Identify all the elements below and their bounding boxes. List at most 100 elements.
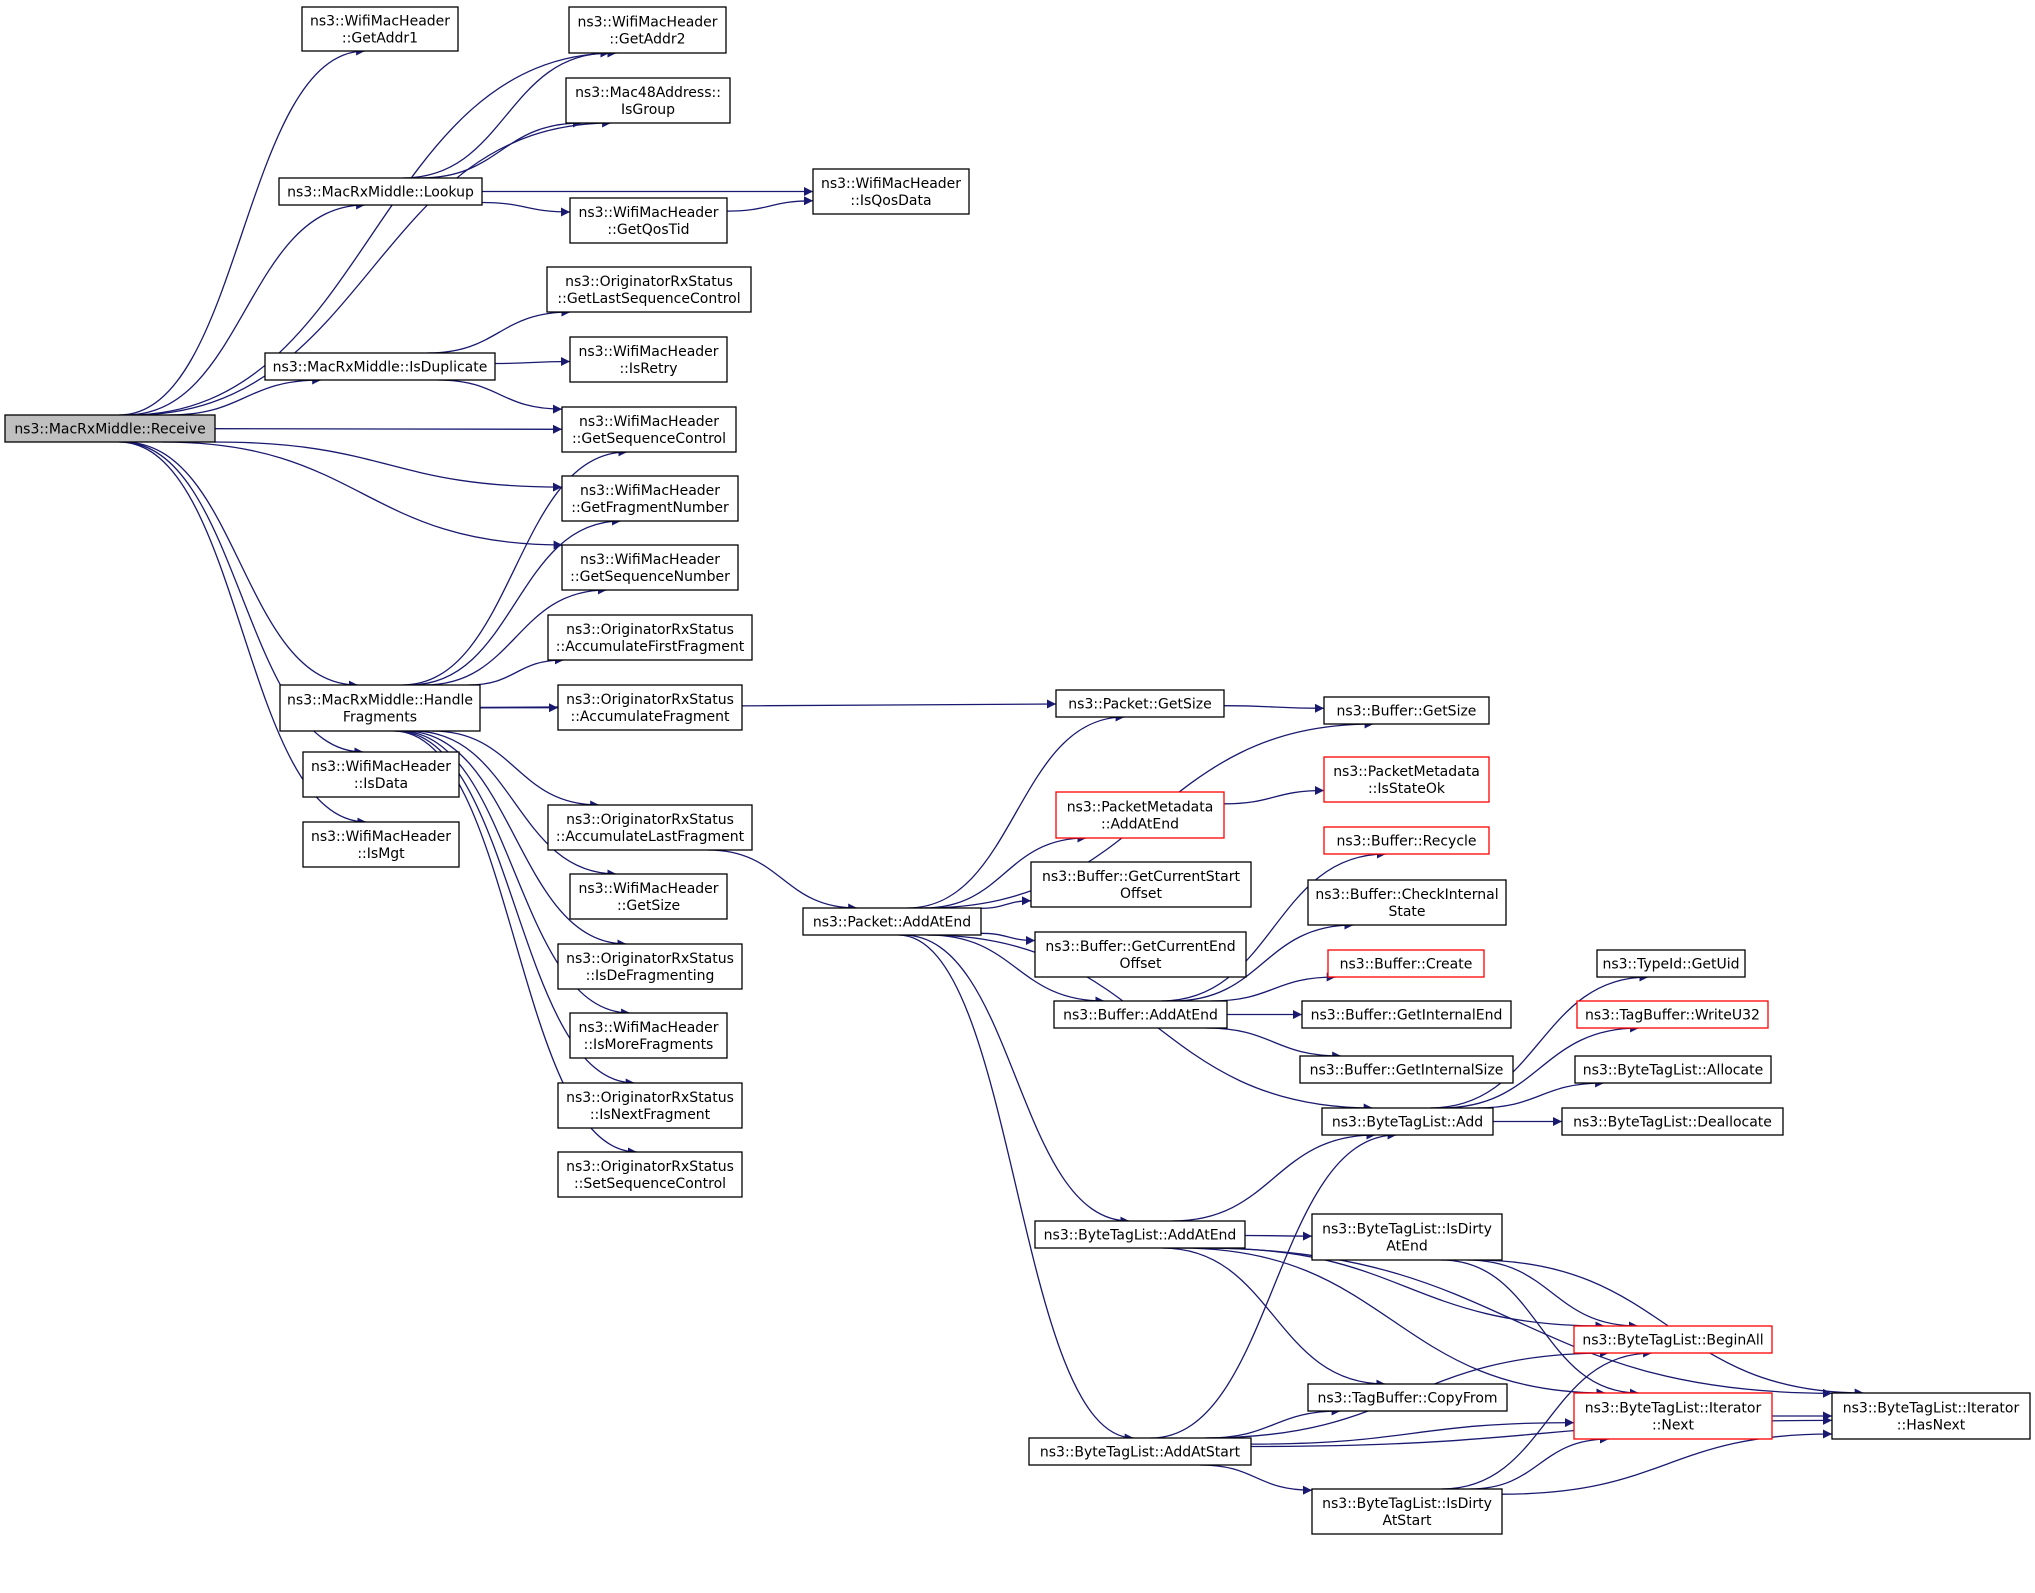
node-btladdatstart[interactable]: ns3::ByteTagList::AddAtStart (1028, 1437, 1252, 1466)
node-bufcreate[interactable]: ns3::Buffer::Create (1327, 949, 1485, 978)
edge-handlefrag-to-isdefrag (403, 730, 627, 949)
node-box-bufgetsize (1323, 696, 1490, 725)
edge-btlisdirtystart-to-btlithasnext (1501, 1429, 1833, 1495)
node-btlbeginall[interactable]: ns3::ByteTagList::BeginAll (1573, 1325, 1773, 1354)
edge-isduplicate-to-getseqctrl (437, 379, 563, 414)
edge-btladd-to-btlallocate (1476, 1078, 1605, 1109)
node-label-lookup-0: ns3::MacRxMiddle::Lookup (287, 185, 474, 201)
node-isdefrag[interactable]: ns3::OriginatorRxStatus::IsDeFragmenting (557, 943, 743, 990)
node-label-bufintend-0: ns3::Buffer::GetInternalEnd (1311, 1008, 1503, 1024)
node-box-pktgetsize (1055, 689, 1225, 718)
node-typeidgetuid[interactable]: ns3::TypeId::GetUid (1596, 949, 1746, 978)
node-btlitnext[interactable]: ns3::ByteTagList::Iterator::Next (1573, 1392, 1773, 1440)
node-box-whgetsize (569, 873, 728, 920)
node-label-getfragnum-0: ns3::WifiMacHeader (580, 483, 720, 499)
node-box-btlitnext (1573, 1392, 1773, 1440)
node-isretry[interactable]: ns3::WifiMacHeader::IsRetry (569, 336, 728, 383)
node-label-pktgetsize-0: ns3::Packet::GetSize (1068, 697, 1211, 713)
edge-receive-to-isgroup (132, 118, 612, 416)
node-label-bufcreate-0: ns3::Buffer::Create (1340, 957, 1473, 973)
node-label-ismorefrag-0: ns3::WifiMacHeader (578, 1020, 718, 1036)
node-label-isdata-1: ::IsData (354, 776, 408, 792)
edge-btladd-to-tbwriteu32 (1440, 1023, 1640, 1109)
node-accfrag[interactable]: ns3::OriginatorRxStatus::AccumulateFragm… (557, 684, 743, 731)
node-pmaddatend[interactable]: ns3::PacketMetadata::AddAtEnd (1055, 791, 1225, 839)
node-tbcopyfrom[interactable]: ns3::TagBuffer::CopyFrom (1307, 1383, 1508, 1412)
node-getseqctrl[interactable]: ns3::WifiMacHeader::GetSequenceControl (561, 406, 737, 453)
node-box-btlisdirtystart (1311, 1488, 1503, 1535)
node-setseqctrl[interactable]: ns3::OriginatorRxStatus::SetSequenceCont… (557, 1151, 743, 1198)
node-label-isdefrag-1: ::IsDeFragmenting (586, 968, 715, 984)
edge-handlefrag-to-whgetsize (412, 730, 617, 879)
node-getfragnum[interactable]: ns3::WifiMacHeader::GetFragmentNumber (561, 475, 739, 522)
edge-btlisdirtystart-to-btlbeginall (1441, 1348, 1653, 1490)
node-label-getlastseq-1: ::GetLastSequenceControl (557, 291, 740, 307)
node-box-btlisdirtyend (1311, 1213, 1503, 1261)
node-label-btlitnext-1: ::Next (1652, 1418, 1695, 1434)
node-receive[interactable]: ns3::MacRxMiddle::Receive (4, 414, 216, 443)
edges-layer (118, 46, 1864, 1495)
node-box-btlbeginall (1573, 1325, 1773, 1354)
node-label-bufcheckint-0: ns3::Buffer::CheckInternal (1315, 887, 1498, 903)
node-btldealloc[interactable]: ns3::ByteTagList::Deallocate (1561, 1107, 1784, 1136)
node-acclast[interactable]: ns3::OriginatorRxStatus::AccumulateLastF… (547, 804, 753, 851)
node-label-pmisstateok-0: ns3::PacketMetadata (1333, 764, 1480, 780)
node-pktaddatend[interactable]: ns3::Packet::AddAtEnd (802, 907, 982, 936)
node-isnextfrag[interactable]: ns3::OriginatorRxStatus::IsNextFragment (557, 1082, 743, 1129)
node-tbwriteu32[interactable]: ns3::TagBuffer::WriteU32 (1576, 1000, 1769, 1029)
node-pmisstateok[interactable]: ns3::PacketMetadata::IsStateOk (1323, 756, 1490, 803)
node-btlallocate[interactable]: ns3::ByteTagList::Allocate (1574, 1055, 1772, 1084)
node-getaddr1[interactable]: ns3::WifiMacHeader::GetAddr1 (301, 6, 459, 52)
edge-getqostid-to-isqosdata (726, 196, 814, 212)
node-ismgt[interactable]: ns3::WifiMacHeader::IsMgt (302, 821, 460, 868)
node-label-pmisstateok-1: ::IsStateOk (1368, 781, 1446, 797)
edge-pktgetsize-to-bufgetsize (1223, 703, 1325, 713)
edge-handlefrag-to-acclast (431, 730, 600, 810)
node-label-bufaddatend-0: ns3::Buffer::AddAtEnd (1063, 1008, 1218, 1024)
node-box-btlallocate (1574, 1055, 1772, 1084)
node-isduplicate[interactable]: ns3::MacRxMiddle::IsDuplicate (264, 352, 496, 381)
node-label-isdata-0: ns3::WifiMacHeader (311, 759, 451, 775)
node-isqosdata[interactable]: ns3::WifiMacHeader::IsQosData (812, 168, 970, 215)
node-getqostid[interactable]: ns3::WifiMacHeader::GetQosTid (569, 197, 728, 244)
edge-pktaddatend-to-bufcurstart (980, 896, 1032, 909)
node-bufgetsize[interactable]: ns3::Buffer::GetSize (1323, 696, 1490, 725)
node-label-acclast-0: ns3::OriginatorRxStatus (566, 812, 734, 828)
node-label-isdefrag-0: ns3::OriginatorRxStatus (566, 951, 734, 967)
node-isdata[interactable]: ns3::WifiMacHeader::IsData (302, 751, 460, 798)
node-box-acclast (547, 804, 753, 851)
node-box-getseqctrl (561, 406, 737, 453)
edge-pktaddatend-to-pktgetsize (907, 712, 1125, 909)
node-box-tbcopyfrom (1307, 1383, 1508, 1412)
node-accfirst[interactable]: ns3::OriginatorRxStatus::AccumulateFirst… (547, 614, 753, 661)
node-label-getseqnum-0: ns3::WifiMacHeader (580, 552, 720, 568)
node-getseqnum[interactable]: ns3::WifiMacHeader::GetSequenceNumber (561, 544, 739, 591)
node-btladd[interactable]: ns3::ByteTagList::Add (1321, 1107, 1494, 1136)
node-bufintend[interactable]: ns3::Buffer::GetInternalEnd (1301, 1000, 1512, 1029)
node-getaddr2[interactable]: ns3::WifiMacHeader::GetAddr2 (568, 6, 727, 54)
node-label-btlisdirtyend-0: ns3::ByteTagList::IsDirty (1322, 1222, 1492, 1238)
node-ismorefrag[interactable]: ns3::WifiMacHeader::IsMoreFragments (569, 1012, 728, 1059)
edge-receive-to-isdata (120, 441, 364, 757)
node-label-ismgt-0: ns3::WifiMacHeader (311, 829, 451, 845)
node-btlithasnext[interactable]: ns3::ByteTagList::Iterator::HasNext (1831, 1392, 2031, 1440)
node-lookup[interactable]: ns3::MacRxMiddle::Lookup (278, 177, 483, 206)
node-getlastseq[interactable]: ns3::OriginatorRxStatus::GetLastSequence… (546, 266, 752, 313)
node-label-isqosdata-1: ::IsQosData (850, 193, 931, 209)
node-bufaddatend[interactable]: ns3::Buffer::AddAtEnd (1053, 1000, 1228, 1029)
node-isgroup[interactable]: ns3::Mac48Address::IsGroup (565, 77, 731, 124)
node-box-getqostid (569, 197, 728, 244)
node-bufintsize[interactable]: ns3::Buffer::GetInternalSize (1299, 1055, 1514, 1084)
node-bufrecycle[interactable]: ns3::Buffer::Recycle (1323, 826, 1490, 855)
node-pktgetsize[interactable]: ns3::Packet::GetSize (1055, 689, 1225, 718)
node-label-btlisdirtystart-1: AtStart (1382, 1513, 1432, 1529)
node-whgetsize[interactable]: ns3::WifiMacHeader::GetSize (569, 873, 728, 920)
node-label-isduplicate-0: ns3::MacRxMiddle::IsDuplicate (273, 360, 488, 376)
node-btladdatend[interactable]: ns3::ByteTagList::AddAtEnd (1034, 1220, 1246, 1249)
